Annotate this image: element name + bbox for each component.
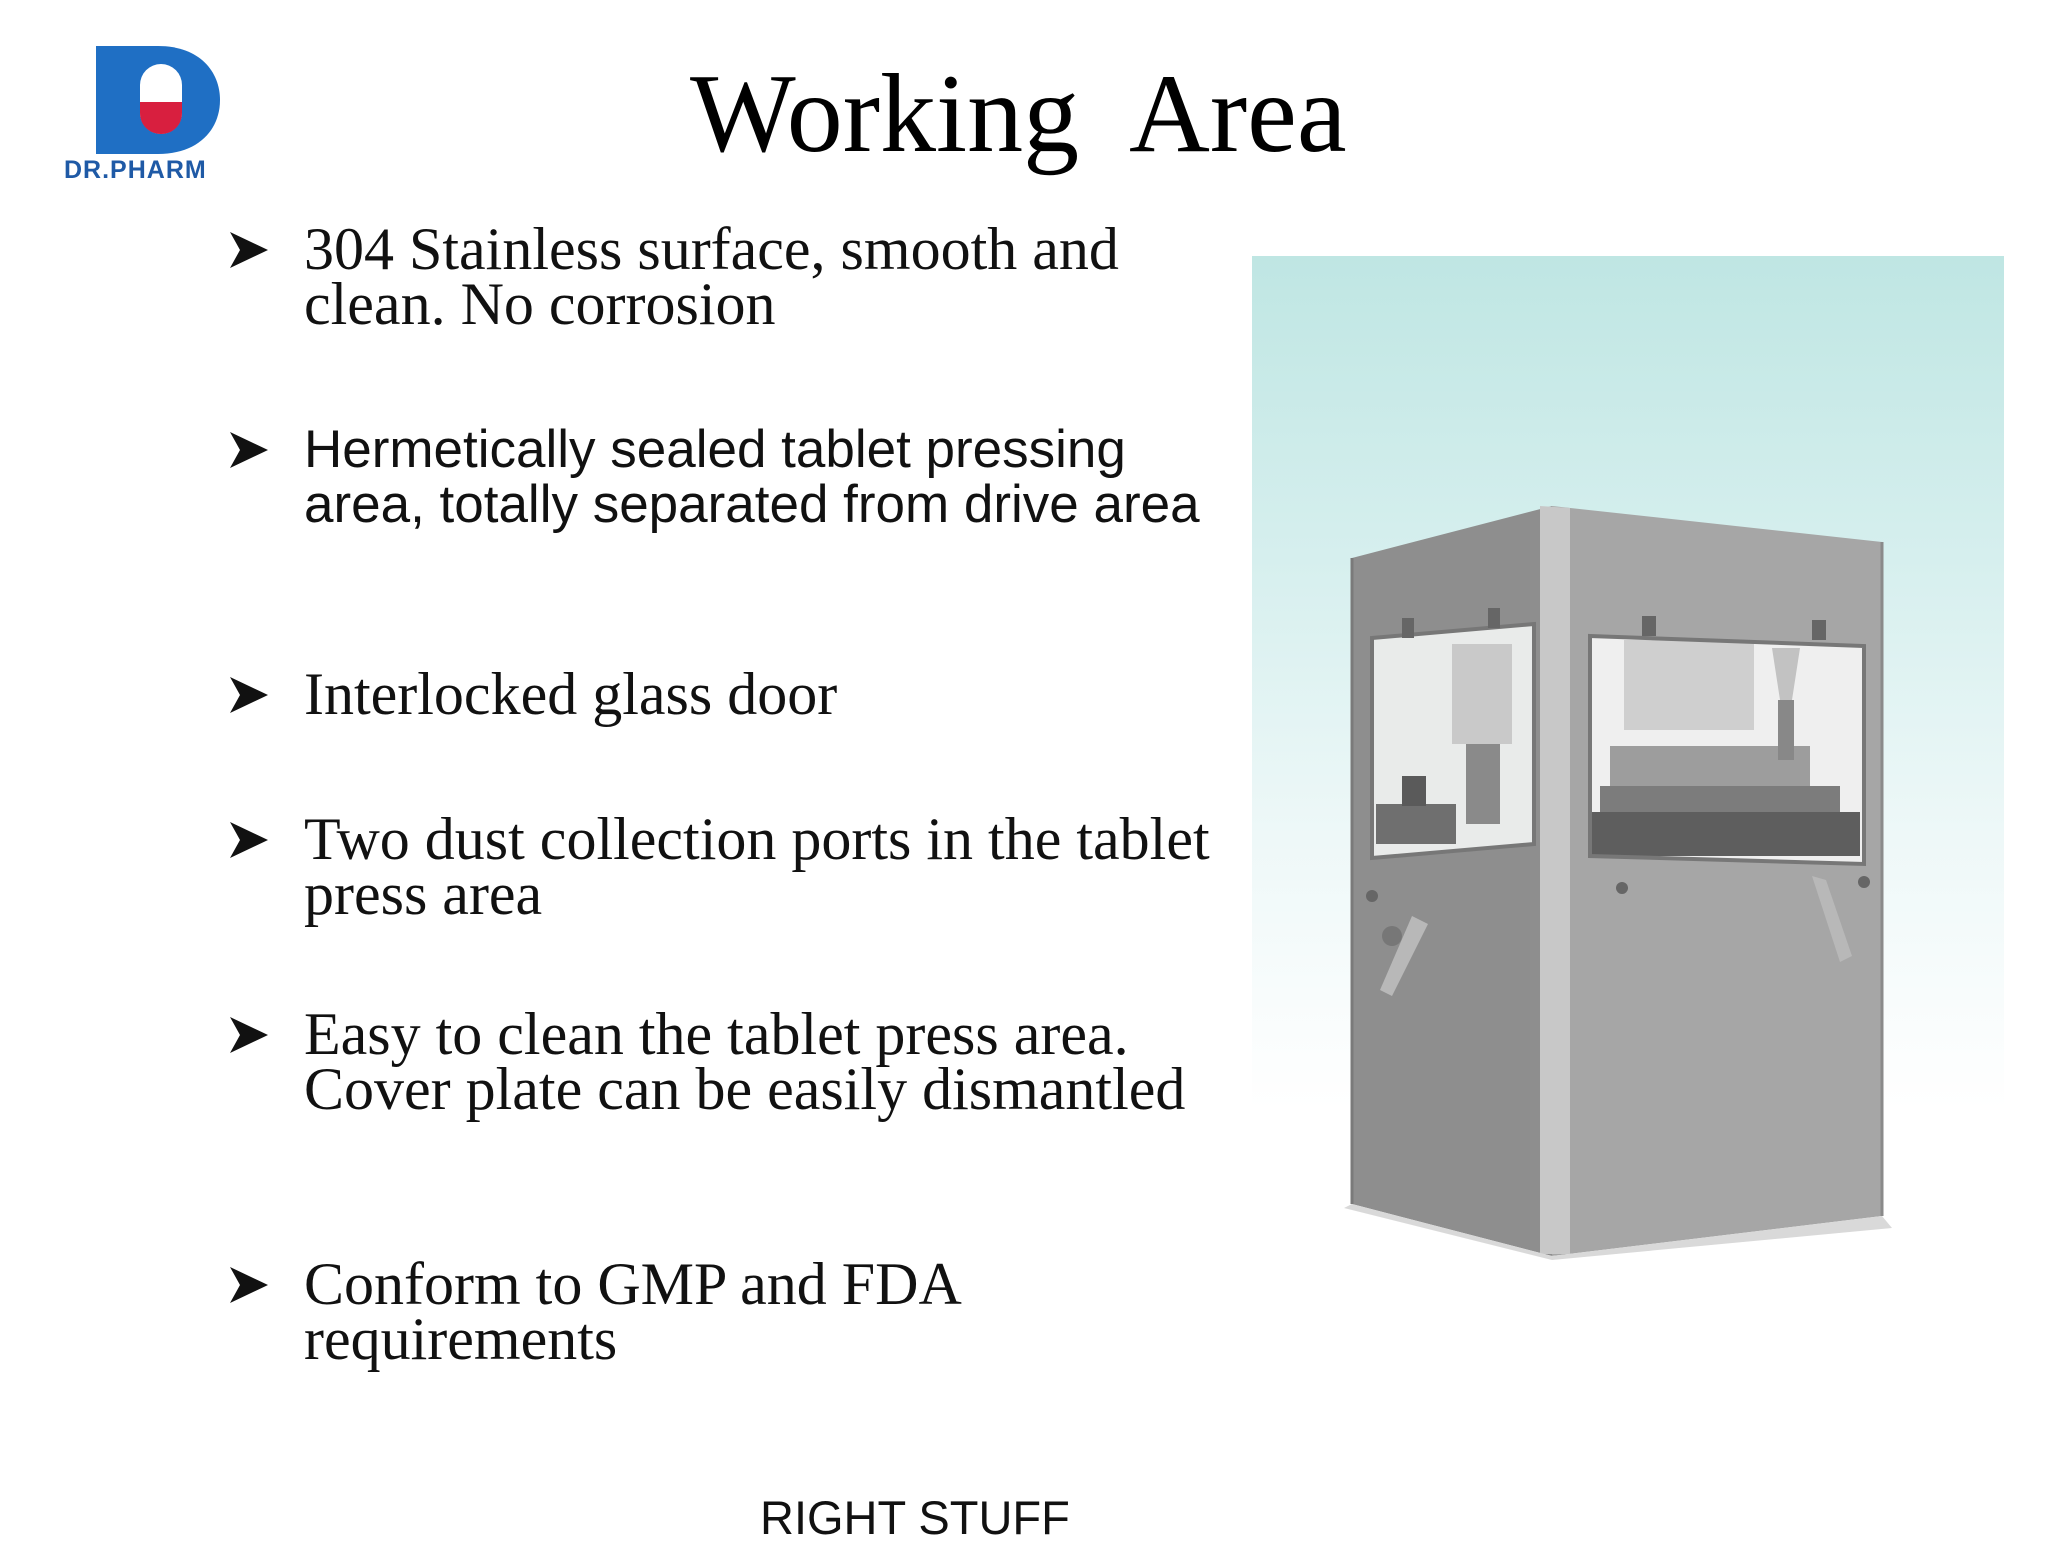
bullet-text: 304 Stainless surface, smooth and clean.… bbox=[304, 216, 1119, 337]
arrowhead-bullet-icon bbox=[230, 1017, 268, 1053]
arrowhead-bullet-icon bbox=[230, 677, 268, 713]
arrowhead-bullet-icon bbox=[230, 822, 268, 858]
arrowhead-bullet-icon bbox=[230, 232, 268, 268]
logo: DR.PHARM bbox=[60, 40, 260, 190]
bullet-text: Conform to GMP and FDA requirements bbox=[304, 1251, 959, 1372]
tablet-press-machine-image bbox=[1344, 506, 1892, 1260]
arrowhead-bullet-icon bbox=[230, 432, 268, 468]
page-title: Working Area bbox=[690, 52, 1347, 176]
bullet-text: Hermetically sealed tablet pressing area… bbox=[304, 420, 1200, 534]
product-photo bbox=[1252, 256, 2004, 1260]
bullet-text: Interlocked glass door bbox=[304, 661, 838, 727]
bullet-text: Two dust collection ports in the tablet … bbox=[304, 806, 1210, 927]
arrowhead-bullet-icon bbox=[230, 1267, 268, 1303]
footer-text: RIGHT STUFF bbox=[760, 1491, 1070, 1544]
bullet-text: Easy to clean the tablet press area. Cov… bbox=[304, 1001, 1186, 1122]
logo-text: DR.PHARM bbox=[64, 156, 207, 184]
dr-pharm-logo-icon bbox=[96, 46, 220, 154]
